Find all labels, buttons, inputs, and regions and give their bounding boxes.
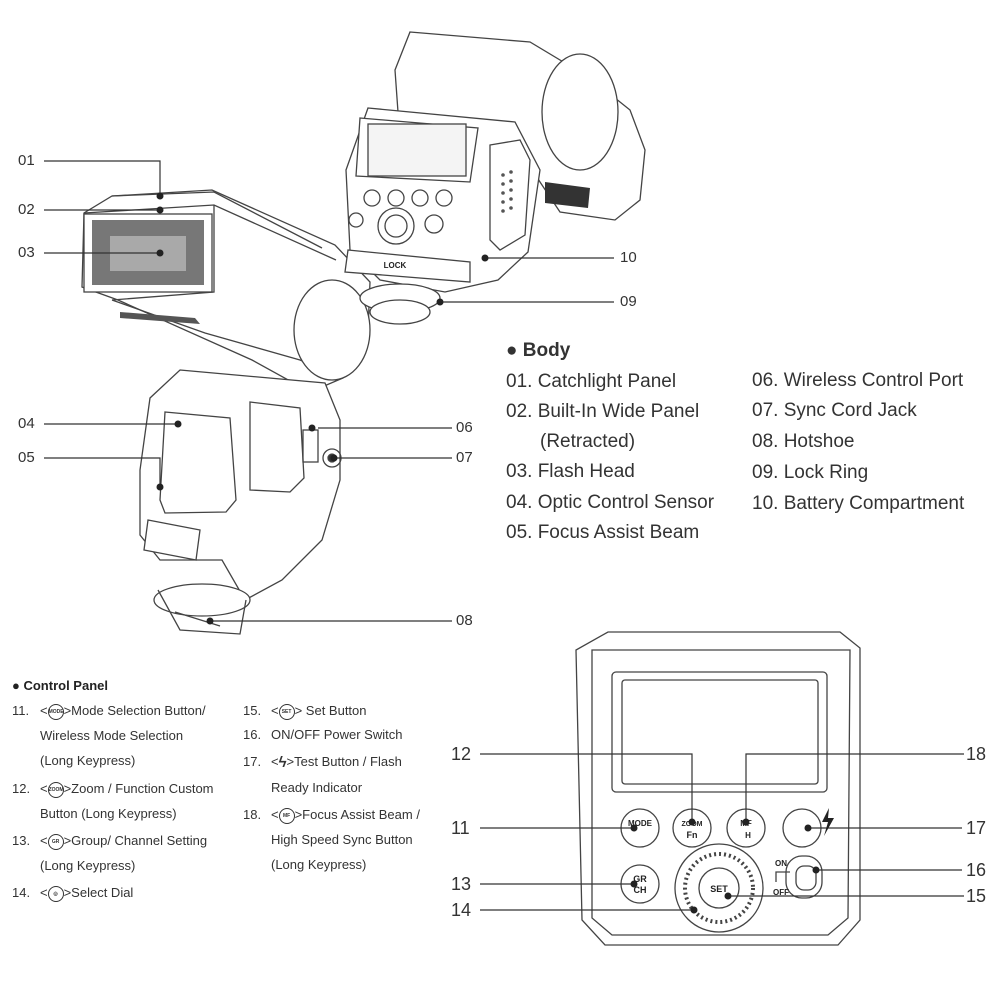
- cp-item-11: 11.<MODE>Mode Selection Button/ Wireless…: [12, 698, 206, 773]
- gr-button-label: GR: [633, 874, 647, 884]
- cp-item-14: 14.<◎>Select Dial: [12, 880, 133, 905]
- cp-num-12: 12.: [12, 781, 31, 796]
- callout-01: 01: [18, 152, 35, 169]
- cp-num-17: 17.: [243, 754, 262, 769]
- callout-05: 05: [18, 449, 35, 466]
- body-item-05: 05. Focus Assist Beam: [506, 522, 700, 543]
- callout-04: 04: [18, 415, 35, 432]
- callout-08: 08: [456, 612, 473, 629]
- body-item-04: 04. Optic Control Sensor: [506, 492, 715, 513]
- cp-text-12a: >Zoom / Function Custom: [63, 781, 214, 796]
- cp-item-17: 17.<ϟ>Test Button / Flash Ready Indicato…: [243, 749, 402, 800]
- mode-button-label: MODE: [628, 819, 653, 828]
- cp-item-13: 13.<GR>Group/ Channel Setting (Long Keyp…: [12, 828, 207, 878]
- body-item-08: 08. Hotshoe: [752, 431, 855, 452]
- on-switch-label: ON: [775, 859, 787, 868]
- callout-10: 10: [620, 249, 637, 266]
- flash-bolt-icon: ϟ: [278, 754, 287, 772]
- set-button-label: SET: [710, 884, 728, 894]
- cp-text-11a: >Mode Selection Button/: [63, 703, 206, 718]
- cp-item-18: 18.<MF>Focus Assist Beam / High Speed Sy…: [243, 802, 420, 877]
- callout-07: 07: [456, 449, 473, 466]
- cp-text-14a: >Select Dial: [63, 885, 134, 900]
- callout-15: 15: [966, 886, 987, 906]
- cp-text-18c: (Long Keypress): [271, 857, 367, 872]
- body-item-03: 03. Flash Head: [506, 461, 635, 482]
- body-item-06: 06. Wireless Control Port: [752, 370, 964, 391]
- flash-body-front-view: [139, 369, 342, 635]
- cp-num-18: 18.: [243, 807, 262, 822]
- mode-icon: MODE: [47, 703, 64, 720]
- cp-text-18b: High Speed Sync Button: [271, 832, 413, 847]
- body-item-02-cont: (Retracted): [540, 431, 636, 452]
- cp-text-15a: > Set Button: [294, 703, 367, 718]
- cp-text-13a: >Group/ Channel Setting: [63, 833, 208, 848]
- callout-11: 11: [451, 818, 470, 838]
- body-item-01: 01. Catchlight Panel: [506, 371, 677, 392]
- ch-button-label: CH: [634, 885, 647, 895]
- body-heading: ● Body: [506, 340, 571, 361]
- body-item-10: 10. Battery Compartment: [752, 493, 965, 514]
- cp-num-16: 16.: [243, 727, 262, 742]
- cp-text-17b: Ready Indicator: [271, 780, 363, 796]
- cp-item-15: 15.<SET> Set Button: [243, 698, 367, 723]
- flash-bolt-icon: [822, 808, 834, 836]
- callout-03: 03: [18, 244, 35, 261]
- lock-label: LOCK: [384, 261, 407, 270]
- mf-icon: MF: [278, 807, 295, 824]
- cp-text-12b: Button (Long Keypress): [40, 806, 177, 821]
- cp-num-14: 14.: [12, 885, 31, 900]
- dial-icon: ◎: [47, 885, 64, 902]
- cp-num-11: 11.: [12, 703, 30, 718]
- cp-num-15: 15.: [243, 703, 262, 718]
- leader-lines: [44, 160, 964, 911]
- cp-text-11c: (Long Keypress): [40, 753, 136, 768]
- cp-text-17a: >Test Button / Flash: [286, 754, 402, 769]
- callout-06: 06: [456, 419, 473, 436]
- control-panel-heading: ● Control Panel: [12, 678, 108, 693]
- body-item-09: 09. Lock Ring: [752, 462, 869, 483]
- mf-button-label: MF: [740, 819, 752, 828]
- body-item-02: 02. Built-In Wide Panel: [506, 401, 700, 422]
- zoom-button-label: ZOOM: [682, 821, 703, 828]
- cp-text-13b: (Long Keypress): [40, 858, 136, 873]
- cp-text-16a: ON/OFF Power Switch: [271, 727, 403, 742]
- gr-ch-icon: GR: [47, 833, 64, 850]
- callout-14: 14: [451, 900, 472, 920]
- control-panel-closeup: [575, 631, 861, 946]
- cp-text-11b: Wireless Mode Selection: [40, 728, 184, 743]
- cp-text-18a: >Focus Assist Beam /: [294, 807, 420, 822]
- callout-13: 13: [451, 874, 472, 894]
- callout-12: 12: [451, 744, 472, 764]
- callout-09: 09: [620, 293, 637, 310]
- flash-rear-view: [344, 31, 646, 325]
- leader-dots: [156, 192, 820, 914]
- zoom-icon: ZOOM: [47, 781, 64, 798]
- callout-17: 17: [966, 818, 987, 838]
- body-item-07: 07. Sync Cord Jack: [752, 400, 917, 421]
- callout-16: 16: [966, 860, 987, 880]
- cp-num-13: 13.: [12, 833, 31, 848]
- cp-item-12: 12.<ZOOM>Zoom / Function Custom Button (…: [12, 776, 214, 826]
- cp-item-16: 16. ON/OFF Power Switch: [243, 722, 402, 747]
- callout-02: 02: [18, 201, 35, 218]
- fn-button-label: Fn: [687, 830, 698, 840]
- set-icon: SET: [278, 703, 295, 720]
- off-switch-label: OFF: [773, 888, 789, 897]
- h-button-label: H: [745, 831, 751, 840]
- callout-18: 18: [966, 744, 987, 764]
